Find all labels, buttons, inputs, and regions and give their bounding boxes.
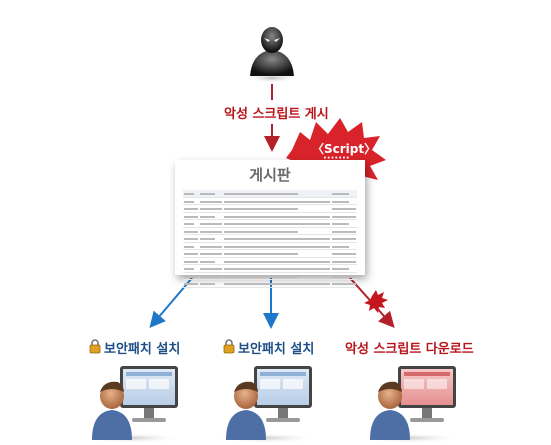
board-row (183, 197, 357, 205)
board-row (183, 219, 357, 228)
lock-icon (89, 339, 101, 354)
script-badge-text: 〈Script〉 (312, 142, 377, 156)
script-badge-dots: ······· (323, 153, 350, 164)
board-row (183, 264, 357, 273)
user1-label: 보안패치 설치 (104, 342, 181, 357)
board-row (183, 242, 357, 250)
board-title: 게시판 (249, 166, 291, 184)
board-row (183, 272, 357, 280)
board-row (183, 204, 357, 213)
infection-splat-icon (364, 290, 388, 313)
user2-label: 보안패치 설치 (238, 342, 315, 357)
user-computers (82, 366, 460, 443)
board-header-row (183, 190, 357, 198)
board-row (183, 249, 357, 258)
user1-computer-icon (82, 366, 182, 443)
board-table (183, 190, 357, 288)
board-row (183, 279, 357, 288)
bulletin-board: 게시판 (175, 160, 365, 288)
board-row (183, 234, 357, 243)
user3-computer-icon (360, 366, 460, 443)
user2-computer-icon (216, 366, 316, 443)
lock-icon (223, 339, 235, 354)
board-row (183, 212, 357, 220)
malicious-script-post-label: 악성 스크립트 게시 (224, 107, 329, 122)
hacker-icon (246, 27, 298, 83)
board-row (183, 227, 357, 235)
user3-label: 악성 스크립트 다운로드 (345, 342, 474, 357)
board-row (183, 257, 357, 265)
